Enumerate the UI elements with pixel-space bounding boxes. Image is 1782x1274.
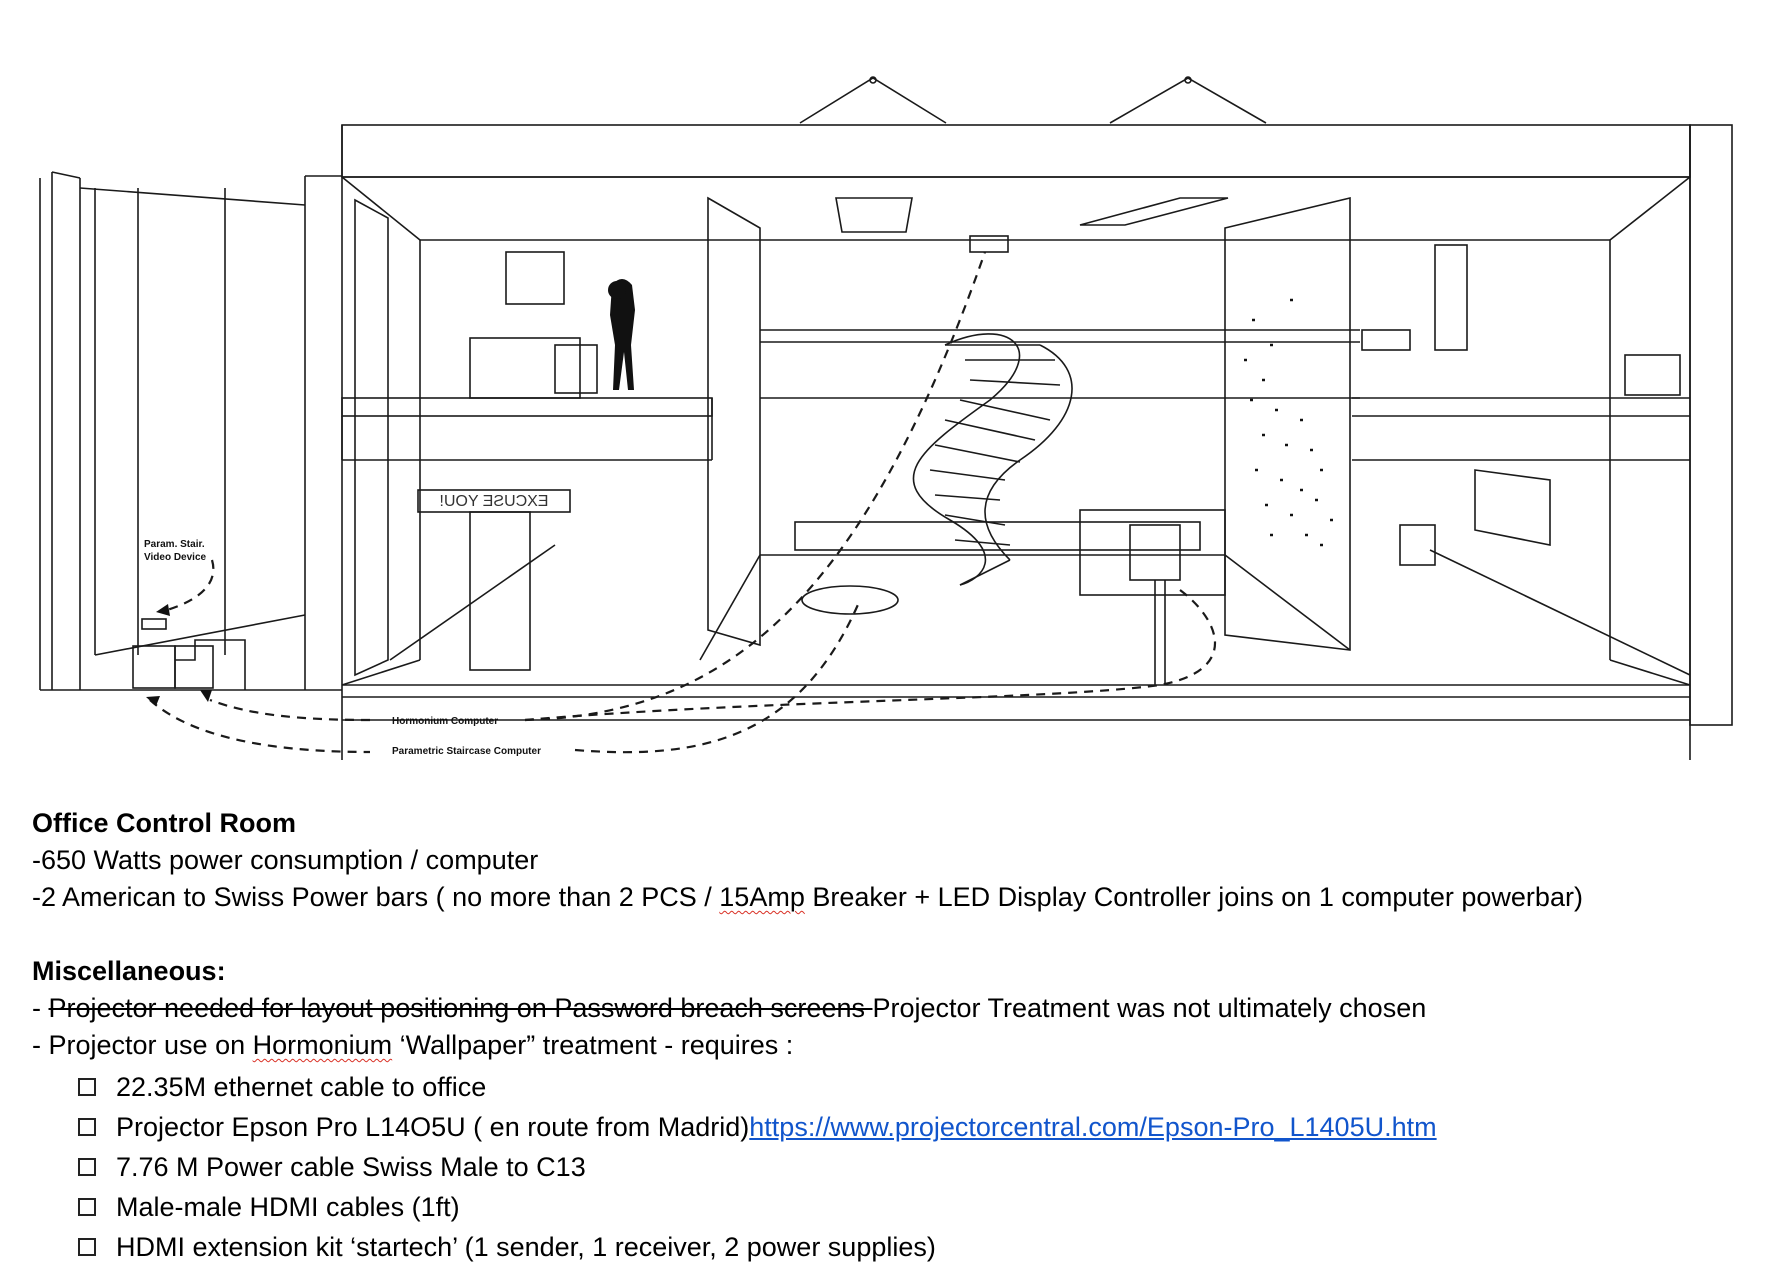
- installation-diagram: EXCUSE YOU!: [39, 76, 1733, 760]
- roof-peaks: [799, 76, 1267, 124]
- checklist-item: Male-male HDMI cables (1ft): [78, 1187, 1752, 1227]
- video-device-label-line2: Video Device: [144, 552, 207, 563]
- miscellaneous-heading: Miscellaneous:: [32, 956, 226, 986]
- svg-text:EXCUSE YOU!: EXCUSE YOU!: [439, 493, 548, 510]
- checkbox[interactable]: [78, 1198, 96, 1216]
- bridge-and-screen: [794, 509, 1226, 685]
- dot-pattern: [1244, 298, 1333, 547]
- notes-section: Office Control Room -650 Watts power con…: [32, 805, 1752, 1267]
- excuse-you-sign: EXCUSE YOU!: [417, 489, 571, 671]
- diagram-labels: Param. Stair. Video Device Hormonium Com…: [144, 539, 541, 757]
- struck-text: Projector needed for layout positioning …: [48, 993, 873, 1023]
- checklist-item: HDMI extension kit ‘startech’ (1 sender,…: [78, 1227, 1752, 1267]
- office-control-room-heading: Office Control Room: [32, 808, 296, 838]
- parametric-staircase-computer-label: Parametric Staircase Computer: [392, 746, 541, 757]
- spiral-staircase: [801, 333, 1073, 615]
- spellcheck-flag: Hormonium: [252, 1030, 393, 1060]
- projector-link[interactable]: https://www.projectorcentral.com/Epson-P…: [749, 1111, 1437, 1142]
- checkbox[interactable]: [78, 1118, 96, 1136]
- building-outline: [341, 124, 1733, 760]
- checklist-item: 22.35M ethernet cable to office: [78, 1067, 1752, 1107]
- left-annex: [39, 171, 342, 691]
- spellcheck-flag: 15Amp: [719, 882, 805, 912]
- projector-note-line: - Projector needed for layout positionin…: [32, 993, 1427, 1023]
- floor: [389, 544, 1351, 661]
- right-room: [1361, 244, 1691, 676]
- control-equipment: [132, 618, 246, 690]
- checkbox[interactable]: [78, 1078, 96, 1096]
- arrowheads: [146, 604, 212, 706]
- projector-requirements-line: - Projector use on Hormonium ‘Wallpaper”…: [32, 1030, 794, 1060]
- requirements-checklist: 22.35M ethernet cable to office Projecto…: [32, 1067, 1752, 1267]
- ceiling-fixtures: [835, 197, 1229, 253]
- checklist-item: Projector Epson Pro L14O5U ( en route fr…: [78, 1107, 1752, 1147]
- video-device-label-line1: Param. Stair.: [144, 539, 205, 550]
- checkbox[interactable]: [78, 1238, 96, 1256]
- wall-panels: [354, 196, 1351, 677]
- hormonium-computer-label: Hormonium Computer: [392, 716, 498, 727]
- checklist-item: 7.76 M Power cable Swiss Male to C13: [78, 1147, 1752, 1187]
- power-consumption-line: -650 Watts power consumption / computer: [32, 845, 539, 875]
- mezzanine: [341, 329, 1690, 461]
- office-desk: [469, 251, 635, 399]
- power-bars-line: -2 American to Swiss Power bars ( no mor…: [32, 882, 1583, 912]
- checkbox[interactable]: [78, 1158, 96, 1176]
- cable-routes: [149, 251, 1217, 754]
